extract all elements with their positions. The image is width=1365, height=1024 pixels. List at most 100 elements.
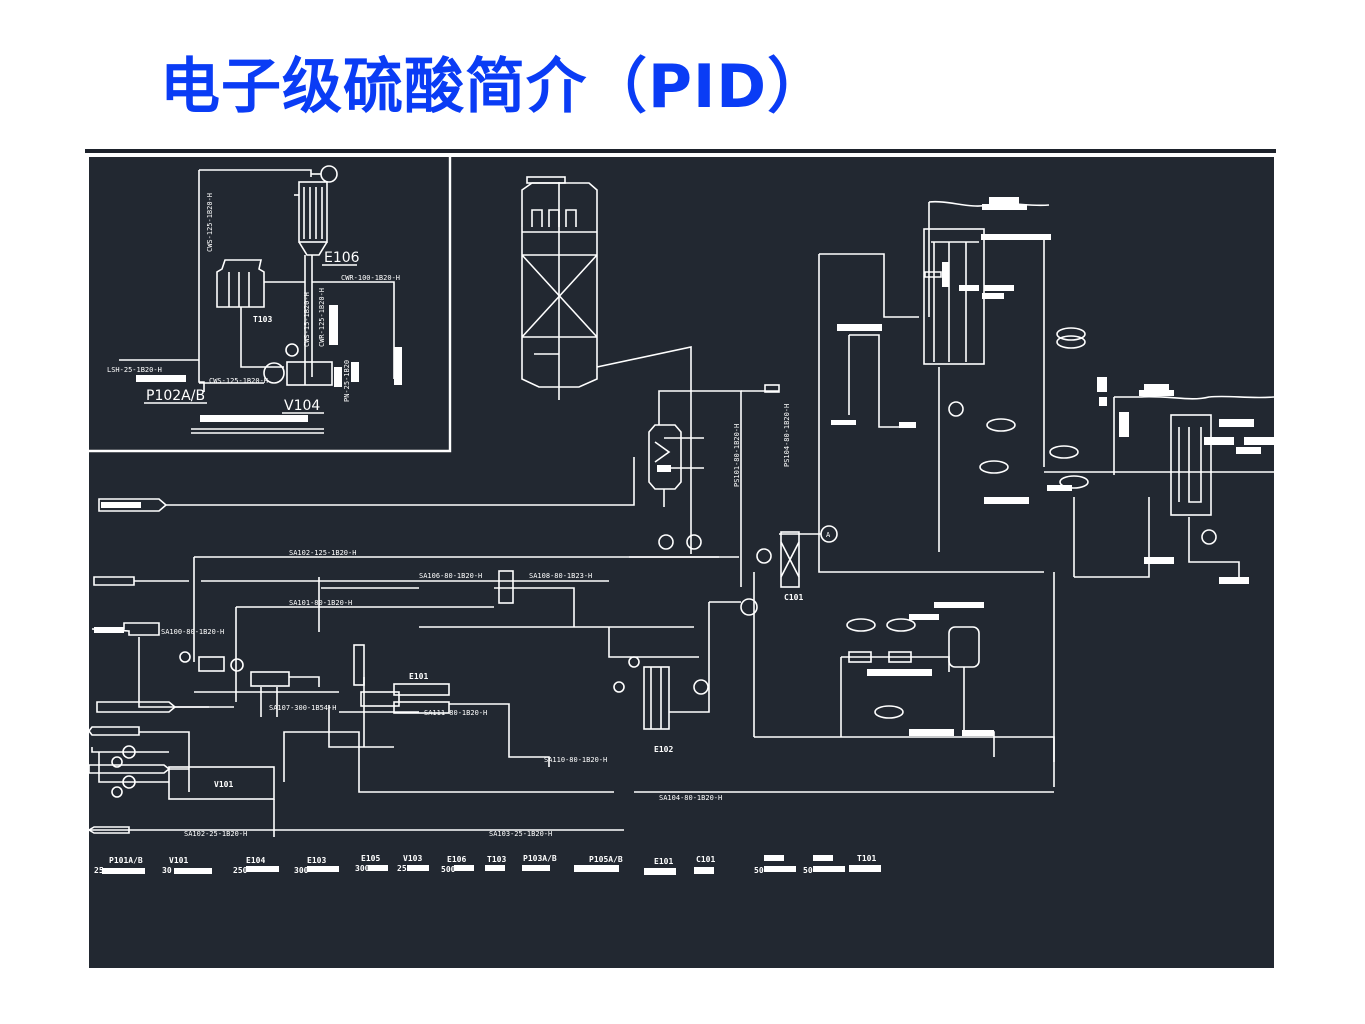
svg-text:30: 30 xyxy=(162,866,172,875)
inset-tag-t103: T103 xyxy=(253,315,272,324)
inset-line-label: CWS-15-1B20-H xyxy=(303,292,311,347)
svg-text:T103: T103 xyxy=(487,855,506,864)
condenser-right xyxy=(818,197,1274,577)
svg-text:T101: T101 xyxy=(857,854,876,863)
svg-text:50: 50 xyxy=(803,866,813,875)
legend-item: V101 30 xyxy=(162,856,212,875)
inset-line-label: LSH-25-1B20-H xyxy=(107,366,162,374)
exchanger-e101: E101 SA111-80-1B20-H xyxy=(194,672,550,767)
inset-exchanger-e106 xyxy=(294,181,328,256)
svg-text:E106: E106 xyxy=(447,855,466,864)
svg-text:300: 300 xyxy=(355,864,370,873)
legend-item: T103 xyxy=(485,855,506,871)
svg-text:P103A/B: P103A/B xyxy=(523,854,557,863)
legend-item: C101 xyxy=(694,855,715,874)
legend-item: 50 xyxy=(803,855,845,875)
line-label: SA102-125-1B20-H xyxy=(289,549,356,557)
equipment-tag: V101 xyxy=(214,780,233,789)
line-label: SA107-300-1B54-H xyxy=(269,704,336,712)
receiver-vessel xyxy=(948,626,980,668)
condenser-far-right xyxy=(1053,384,1274,787)
line-label: SA103-25-1B20-H xyxy=(489,830,552,838)
pipe xyxy=(312,281,395,379)
svg-text:V101: V101 xyxy=(169,856,188,865)
svg-text:300: 300 xyxy=(294,866,309,875)
line-label-vertical: PS101-80-1B20-H xyxy=(733,424,741,487)
pid-svg: E106 T103 CWR-100-1B20-H LSH-25-1B20-H C… xyxy=(89,157,1274,875)
legend-item: P103A/B xyxy=(522,854,557,871)
equipment-legend: P101A/B 25 V101 30 E104 250 E103 300 E10… xyxy=(94,854,881,875)
svg-text:C101: C101 xyxy=(696,855,715,864)
legend-item: 50 xyxy=(754,855,796,875)
inset-pipe-left xyxy=(198,170,205,392)
tank-v101 xyxy=(168,766,275,800)
label-bar xyxy=(334,367,342,387)
inset-panel: E106 T103 CWR-100-1B20-H LSH-25-1B20-H C… xyxy=(89,157,452,453)
svg-text:250: 250 xyxy=(397,864,412,873)
svg-text:E105: E105 xyxy=(361,854,380,863)
label-bar xyxy=(136,375,186,382)
main-network: SA102-125-1B20-H SA101-80-1B20-H SA100-8… xyxy=(89,457,1055,838)
legend-item: E105 300 xyxy=(355,854,388,873)
pipe xyxy=(240,307,284,368)
inset-pipe-top xyxy=(199,169,312,177)
svg-text:E101: E101 xyxy=(654,857,673,866)
svg-text:500: 500 xyxy=(441,865,456,874)
double-line xyxy=(191,428,324,434)
inset-pump-icon xyxy=(263,362,285,384)
line-label: SA104-80-1B20-H xyxy=(659,794,722,802)
inset-line-label: CWR-100-1B20-H xyxy=(341,274,400,282)
line-label: SA111-80-1B20-H xyxy=(424,709,487,717)
heater-vessel xyxy=(648,384,780,587)
absorption-column xyxy=(521,176,692,554)
svg-text:V103: V103 xyxy=(403,854,422,863)
legend-item: E101 xyxy=(644,857,676,875)
inset-vessel-v104 xyxy=(286,361,333,386)
analyzer-symbol: A xyxy=(826,531,831,539)
line-label: SA102-25-1B20-H xyxy=(184,830,247,838)
inset-tag-e106: E106 xyxy=(324,250,360,266)
line-label: SA108-80-1B23-H xyxy=(529,572,592,580)
legend-item: E104 250 xyxy=(233,856,279,875)
legend-item: E106 500 xyxy=(441,855,474,874)
inset-line-label: CWS-125-1B20-H xyxy=(209,377,268,385)
title-divider xyxy=(85,149,1276,153)
inset-line-label: PN-25-1B20 xyxy=(343,360,351,402)
equipment-tag: C101 xyxy=(784,593,803,602)
label-bar xyxy=(200,415,308,422)
svg-text:250: 250 xyxy=(233,866,248,875)
inset-border xyxy=(89,157,452,453)
pid-drawing: E106 T103 CWR-100-1B20-H LSH-25-1B20-H C… xyxy=(89,157,1274,968)
legend-item: T101 xyxy=(849,854,881,872)
line-label-vertical: PS104-80-1B20-H xyxy=(783,404,791,467)
svg-text:P105A/B: P105A/B xyxy=(589,855,623,864)
svg-text:P101A/B: P101A/B xyxy=(109,856,143,865)
label-bar xyxy=(394,347,402,385)
equipment-tag: E102 xyxy=(654,745,673,754)
inset-line-label: CWS-125-1B20-H xyxy=(206,193,214,252)
legend-item: P105A/B xyxy=(574,855,623,872)
svg-text:E104: E104 xyxy=(246,856,265,865)
svg-text:25: 25 xyxy=(94,866,104,875)
legend-item: V103 250 xyxy=(397,854,429,873)
equipment-tag: E101 xyxy=(409,672,428,681)
svg-text:50: 50 xyxy=(754,866,764,875)
page-title: 电子级硫酸简介（PID） xyxy=(160,52,829,122)
inset-tag-pump: P102A/B xyxy=(146,388,205,404)
line-label: SA100-80-1B20-H xyxy=(161,628,224,636)
exchanger-shell xyxy=(643,666,670,730)
line-label: SA110-80-1B20-H xyxy=(544,756,607,764)
exchanger-small xyxy=(498,570,514,604)
inset-gauge-icon xyxy=(285,343,299,357)
inset-tag-v104: V104 xyxy=(284,398,320,414)
line-label: SA101-80-1B20-H xyxy=(289,599,352,607)
line-label: SA106-80-1B20-H xyxy=(419,572,482,580)
legend-item: E103 300 xyxy=(294,856,339,875)
scrubber-column xyxy=(780,531,800,588)
inset-line-label: CWR-125-1B20-H xyxy=(318,288,326,347)
svg-text:E103: E103 xyxy=(307,856,326,865)
inset-instrument-icon xyxy=(320,165,338,183)
exchanger-e104 xyxy=(250,671,290,687)
label-bar xyxy=(351,362,359,382)
inset-tank-t103 xyxy=(216,259,265,308)
